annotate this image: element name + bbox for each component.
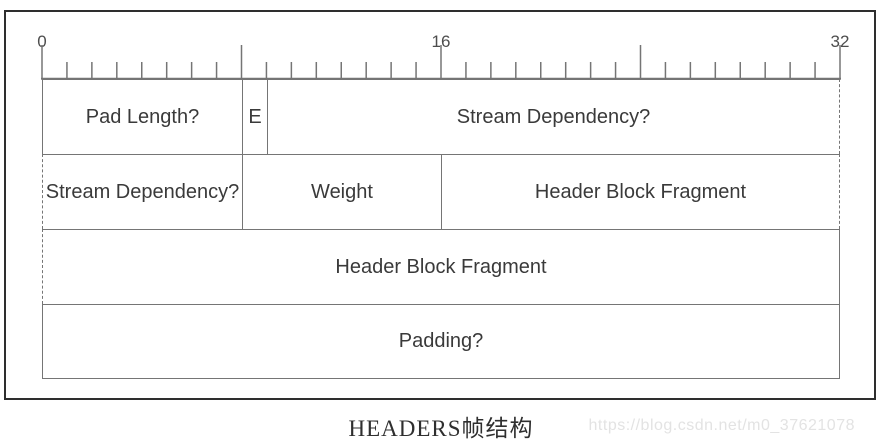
field-stream-dependency-cont: Stream Dependency? bbox=[42, 154, 242, 229]
frame-row: Padding? bbox=[42, 304, 840, 379]
field-header-block-fragment-2: Header Block Fragment bbox=[42, 229, 840, 304]
frame-row: Pad Length? E Stream Dependency? bbox=[42, 79, 840, 154]
field-pad-length: Pad Length? bbox=[42, 79, 242, 154]
frame-row: Stream Dependency? Weight Header Block F… bbox=[42, 154, 840, 229]
field-padding: Padding? bbox=[42, 304, 840, 379]
ruler-label-0: 0 bbox=[37, 32, 47, 51]
ruler-label-32: 32 bbox=[830, 32, 850, 51]
field-e-flag: E bbox=[242, 79, 267, 154]
field-stream-dependency: Stream Dependency? bbox=[267, 79, 840, 154]
watermark-url: https://blog.csdn.net/m0_37621078 bbox=[588, 417, 855, 434]
ruler-ticks bbox=[41, 45, 841, 80]
field-weight: Weight bbox=[242, 154, 441, 229]
field-header-block-fragment: Header Block Fragment bbox=[441, 154, 840, 229]
diagram-outer-frame: 0 16 32 Pad Length? E Stream Dependency?… bbox=[4, 10, 876, 400]
frame-structure-grid: Pad Length? E Stream Dependency? Stream … bbox=[42, 79, 840, 379]
frame-row: Header Block Fragment bbox=[42, 229, 840, 304]
ruler-label-16: 16 bbox=[431, 32, 451, 51]
caption-title: HEADERS帧结构 bbox=[348, 416, 534, 441]
